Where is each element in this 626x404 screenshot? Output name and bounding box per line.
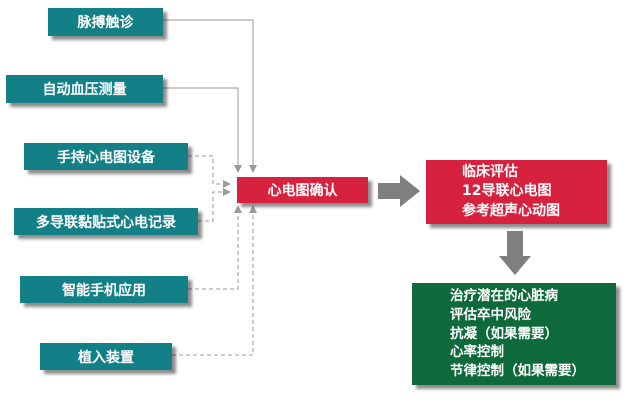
input-patch-ecg: 多导联黏贴式心电记录 <box>14 208 198 235</box>
connector-smartphone <box>188 205 242 290</box>
input-implant: 植入装置 <box>40 343 172 370</box>
connector-implant <box>172 205 257 356</box>
ecg-confirm-box: 心电图确认 <box>237 177 368 203</box>
clinical-line-1: 临床评估 <box>462 163 518 180</box>
treatment-line-5: 节律控制（如果需要） <box>450 363 585 380</box>
arrow-to-treatment <box>499 231 531 275</box>
connector-patch-ecg <box>198 188 231 222</box>
input-pulse-palpation: 脉搏触诊 <box>48 8 163 36</box>
treatment-box: 治疗潜在的心脏病 评估卒中风险 抗凝（如果需要） 心率控制 节律控制（如果需要） <box>412 283 616 385</box>
treatment-line-4: 心率控制 <box>450 344 504 361</box>
connector-pulse <box>163 19 257 173</box>
connector-handheld-ecg <box>188 155 231 188</box>
treatment-line-2: 评估卒中风险 <box>450 306 531 323</box>
connector-bp <box>163 87 242 173</box>
input-smartphone-app: 智能手机应用 <box>20 276 188 303</box>
arrow-to-clinical <box>378 175 420 207</box>
clinical-line-3: 参考超声心动图 <box>462 202 560 219</box>
treatment-line-1: 治疗潜在的心脏病 <box>450 287 558 304</box>
clinical-assessment-box: 临床评估 12导联心电图 参考超声心动图 <box>426 160 607 224</box>
treatment-line-3: 抗凝（如果需要） <box>450 325 558 342</box>
input-auto-bp: 自动血压测量 <box>6 75 163 103</box>
clinical-line-2: 12导联心电图 <box>462 183 552 200</box>
input-handheld-ecg: 手持心电图设备 <box>24 143 188 170</box>
